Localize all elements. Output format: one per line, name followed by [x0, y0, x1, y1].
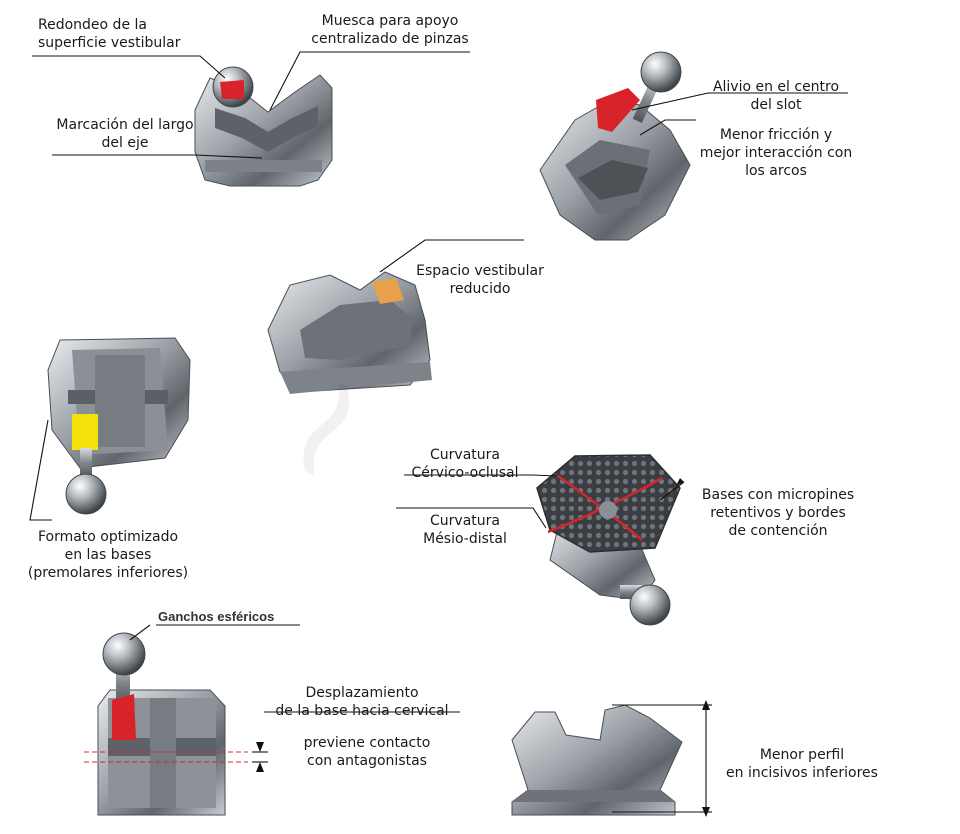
- bracket-center: [267, 271, 432, 394]
- arrow-heads: [256, 478, 710, 817]
- bracket-bottom-left: [84, 632, 248, 816]
- label-ganchos: Ganchos esféricos: [158, 609, 275, 624]
- bracket-top-right: [539, 51, 691, 241]
- orange-highlight: [372, 278, 404, 304]
- bracket-left: [47, 337, 191, 515]
- leader-lines: [29, 51, 848, 813]
- yellow-highlight: [72, 414, 98, 450]
- bracket-top-left: [194, 66, 333, 187]
- bracket-right-mesh: [536, 454, 681, 626]
- red-highlight: [220, 80, 244, 99]
- bracket-bottom-right: [511, 704, 683, 816]
